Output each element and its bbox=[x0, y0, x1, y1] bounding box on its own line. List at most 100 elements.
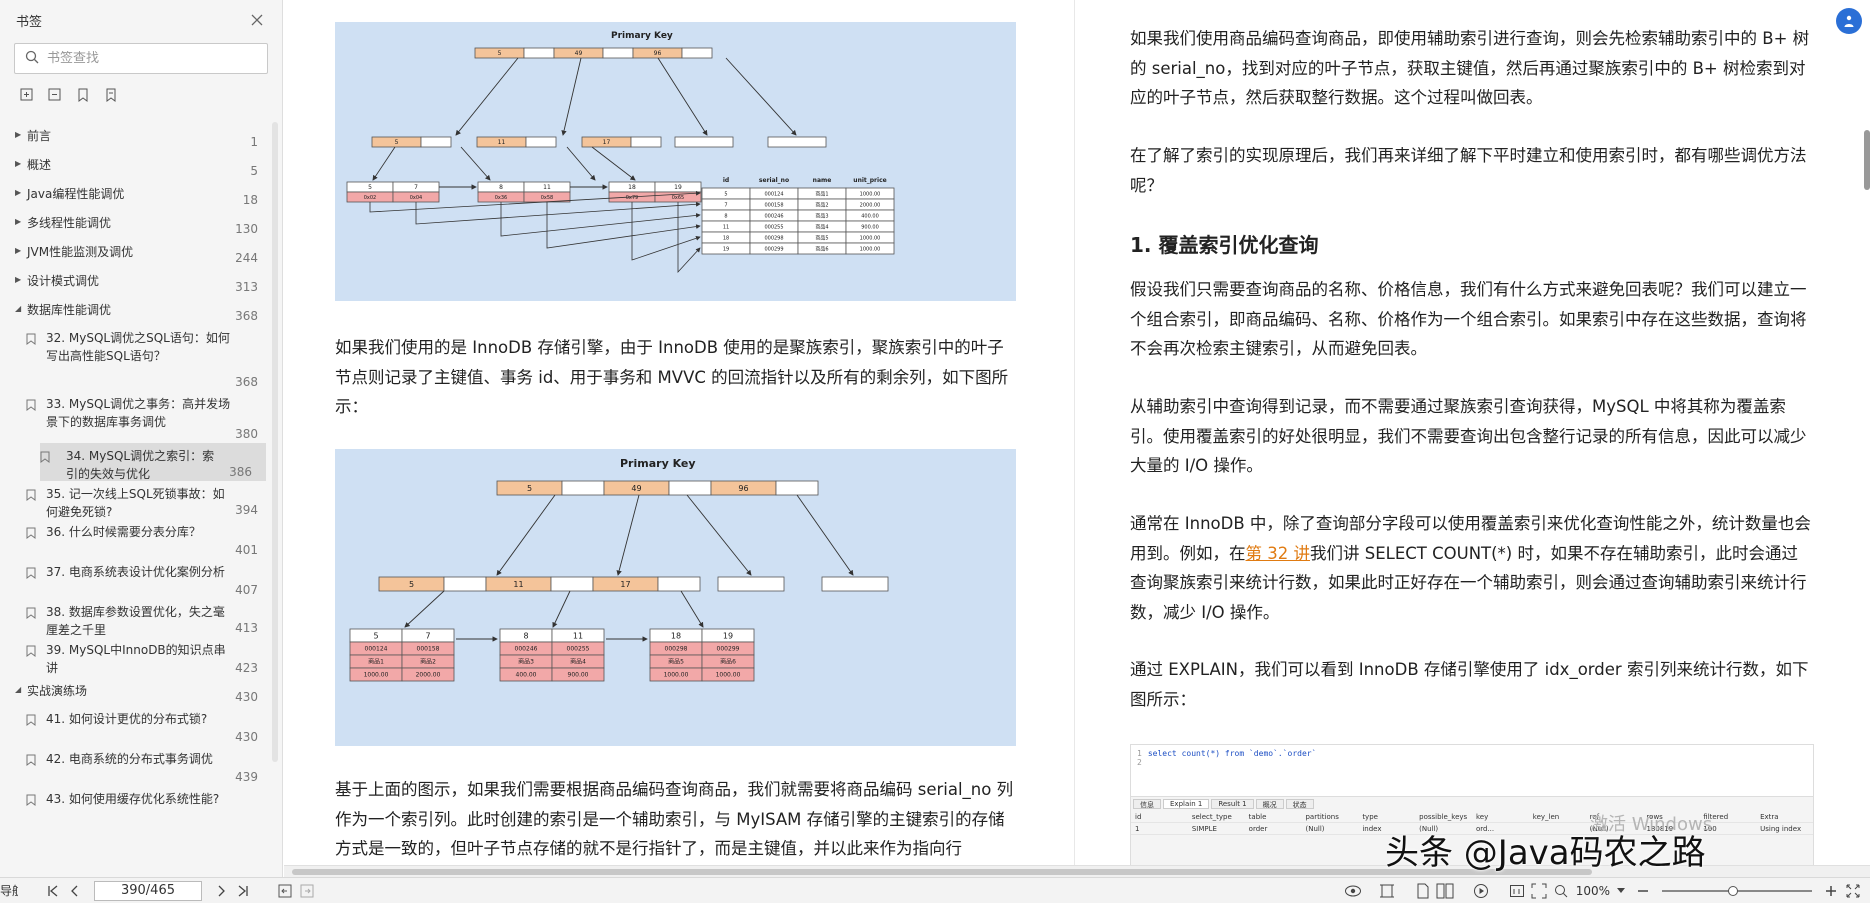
bookmark-subitem[interactable]: 35. 记一次线上SQL死锁事故：如何避免死锁?394 bbox=[0, 481, 272, 519]
first-page-icon[interactable] bbox=[42, 880, 64, 902]
next-page-icon[interactable] bbox=[210, 880, 232, 902]
bookmark-label: 设计模式调优 bbox=[27, 274, 100, 288]
bookmark-label: 多线程性能调优 bbox=[27, 216, 112, 230]
row-cell-text: 5 bbox=[724, 191, 727, 197]
bookmark-page: 244 bbox=[235, 251, 258, 265]
explain-tab[interactable]: Explain 1 bbox=[1163, 799, 1210, 809]
root-ptr-cell bbox=[523, 47, 555, 59]
bookmark-subitem[interactable]: 43. 如何使用缓存优化系统性能? bbox=[0, 786, 272, 826]
close-icon[interactable] bbox=[248, 11, 266, 29]
sql-query-rest: count(*) from `demo`.`order` bbox=[1181, 749, 1317, 758]
fit-page-icon[interactable] bbox=[1528, 880, 1550, 902]
fullscreen-icon[interactable] bbox=[1842, 880, 1864, 902]
explain-cell: index bbox=[1362, 824, 1382, 833]
zoom-in-icon[interactable] bbox=[1820, 880, 1842, 902]
zoom-slider-thumb[interactable] bbox=[1728, 885, 1738, 896]
zoom-slider[interactable] bbox=[1662, 885, 1812, 896]
leaf-data-text: 商品2 bbox=[420, 658, 436, 666]
zoom-level[interactable]: 100% bbox=[1575, 883, 1610, 898]
expand-right-icon[interactable]: ▶ bbox=[15, 188, 22, 197]
double-page-icon[interactable] bbox=[1434, 880, 1456, 902]
expand-down-icon[interactable]: ◢ bbox=[15, 304, 22, 313]
explain-cell: 1 bbox=[1135, 824, 1140, 833]
forward-icon[interactable] bbox=[296, 880, 318, 902]
right-paragraph-3: 假设我们只需要查询商品的名称、价格信息，我们有什么方式来避免回表呢？我们可以建立… bbox=[1130, 280, 1807, 358]
expand-right-icon[interactable]: ▶ bbox=[15, 217, 22, 226]
chevron-down-icon[interactable] bbox=[1610, 880, 1632, 902]
add-bookmark-icon[interactable] bbox=[74, 86, 92, 104]
reading-mode-icon[interactable] bbox=[1342, 880, 1364, 902]
bookmark-icon bbox=[26, 527, 38, 542]
fit-width-icon[interactable] bbox=[1376, 880, 1398, 902]
sidebar-scrollbar[interactable] bbox=[272, 122, 278, 762]
zoom-mode-icon[interactable] bbox=[1550, 880, 1572, 902]
expand-right-icon[interactable]: ▶ bbox=[15, 275, 22, 284]
expand-down-icon[interactable]: ◢ bbox=[15, 685, 22, 694]
zoom-out-icon[interactable] bbox=[1632, 880, 1654, 902]
collapse-all-icon[interactable] bbox=[46, 86, 64, 104]
horizontal-scrollbar[interactable] bbox=[284, 865, 1870, 877]
row-cell-text: 商品5 bbox=[815, 234, 828, 241]
horizontal-scroll-thumb[interactable] bbox=[292, 869, 1592, 875]
prev-page-icon[interactable] bbox=[64, 880, 86, 902]
bookmark-page: 5 bbox=[250, 164, 258, 178]
expand-all-icon[interactable] bbox=[18, 86, 36, 104]
explain-cell: SIMPLE bbox=[1191, 824, 1217, 833]
play-icon[interactable] bbox=[1470, 880, 1492, 902]
l2-ptr-cell bbox=[443, 576, 487, 592]
bookmark-label: 36. 什么时候需要分表分库？ bbox=[46, 525, 201, 539]
table-header: unit_price bbox=[853, 177, 886, 184]
vertical-scrollbar[interactable] bbox=[1864, 130, 1870, 190]
explain-tab[interactable]: 信息 bbox=[1133, 799, 1161, 809]
bookmark-item[interactable]: ▶ JVM性能监测及调优 244 bbox=[0, 238, 272, 267]
l2-key-text: 11 bbox=[498, 139, 506, 146]
bookmark-subitem[interactable]: 36. 什么时候需要分表分库？ 401 bbox=[0, 519, 272, 559]
lecture-32-link[interactable]: 第 32 讲 bbox=[1245, 543, 1311, 563]
bookmark-page: 368 bbox=[235, 309, 258, 323]
leaf-key-text: 8 bbox=[523, 631, 528, 640]
right-paragraph-4: 从辅助索引中查询得到记录，而不需要通过聚族索引查询获得，MySQL 中将其称为覆… bbox=[1130, 397, 1807, 475]
leaf-key-text: 18 bbox=[628, 184, 636, 191]
last-page-icon[interactable] bbox=[232, 880, 254, 902]
bookmark-search[interactable] bbox=[14, 43, 268, 74]
bookmark-page: 401 bbox=[235, 543, 258, 557]
row-cell-text: 18 bbox=[723, 235, 729, 241]
explain-tab[interactable]: 状态 bbox=[1285, 799, 1314, 809]
l2-empty-cell bbox=[821, 576, 889, 592]
expand-right-icon[interactable]: ▶ bbox=[15, 246, 22, 255]
bookmark-search-input[interactable] bbox=[47, 51, 247, 66]
expand-right-icon[interactable]: ▶ bbox=[15, 130, 22, 139]
explain-tab[interactable]: 概况 bbox=[1255, 799, 1284, 809]
explain-tab[interactable]: Result 1 bbox=[1211, 799, 1254, 809]
page-number-field[interactable] bbox=[94, 880, 202, 901]
back-icon[interactable] bbox=[274, 880, 296, 902]
leaf-key-text: 8 bbox=[499, 184, 503, 191]
bookmark-label: 实战演练场 bbox=[27, 684, 88, 698]
single-page-icon[interactable] bbox=[1412, 880, 1434, 902]
root-key-text: 49 bbox=[575, 50, 583, 57]
tree-edge bbox=[725, 57, 797, 136]
bookmark-subitem[interactable]: 41. 如何设计更优的分布式锁?430 bbox=[0, 706, 272, 746]
expand-right-icon[interactable]: ▶ bbox=[15, 159, 22, 168]
help-icon[interactable] bbox=[1836, 8, 1862, 34]
remove-bookmark-icon[interactable] bbox=[102, 86, 120, 104]
tree-edge bbox=[591, 146, 636, 181]
actual-size-icon[interactable] bbox=[1506, 880, 1528, 902]
leaf-data-text: 000158 bbox=[417, 646, 440, 653]
bookmark-label: JVM性能监测及调优 bbox=[27, 245, 134, 259]
bookmark-subitem[interactable]: 32. MySQL调优之SQL语句：如何写出高性能SQL语句？368 bbox=[0, 325, 272, 391]
